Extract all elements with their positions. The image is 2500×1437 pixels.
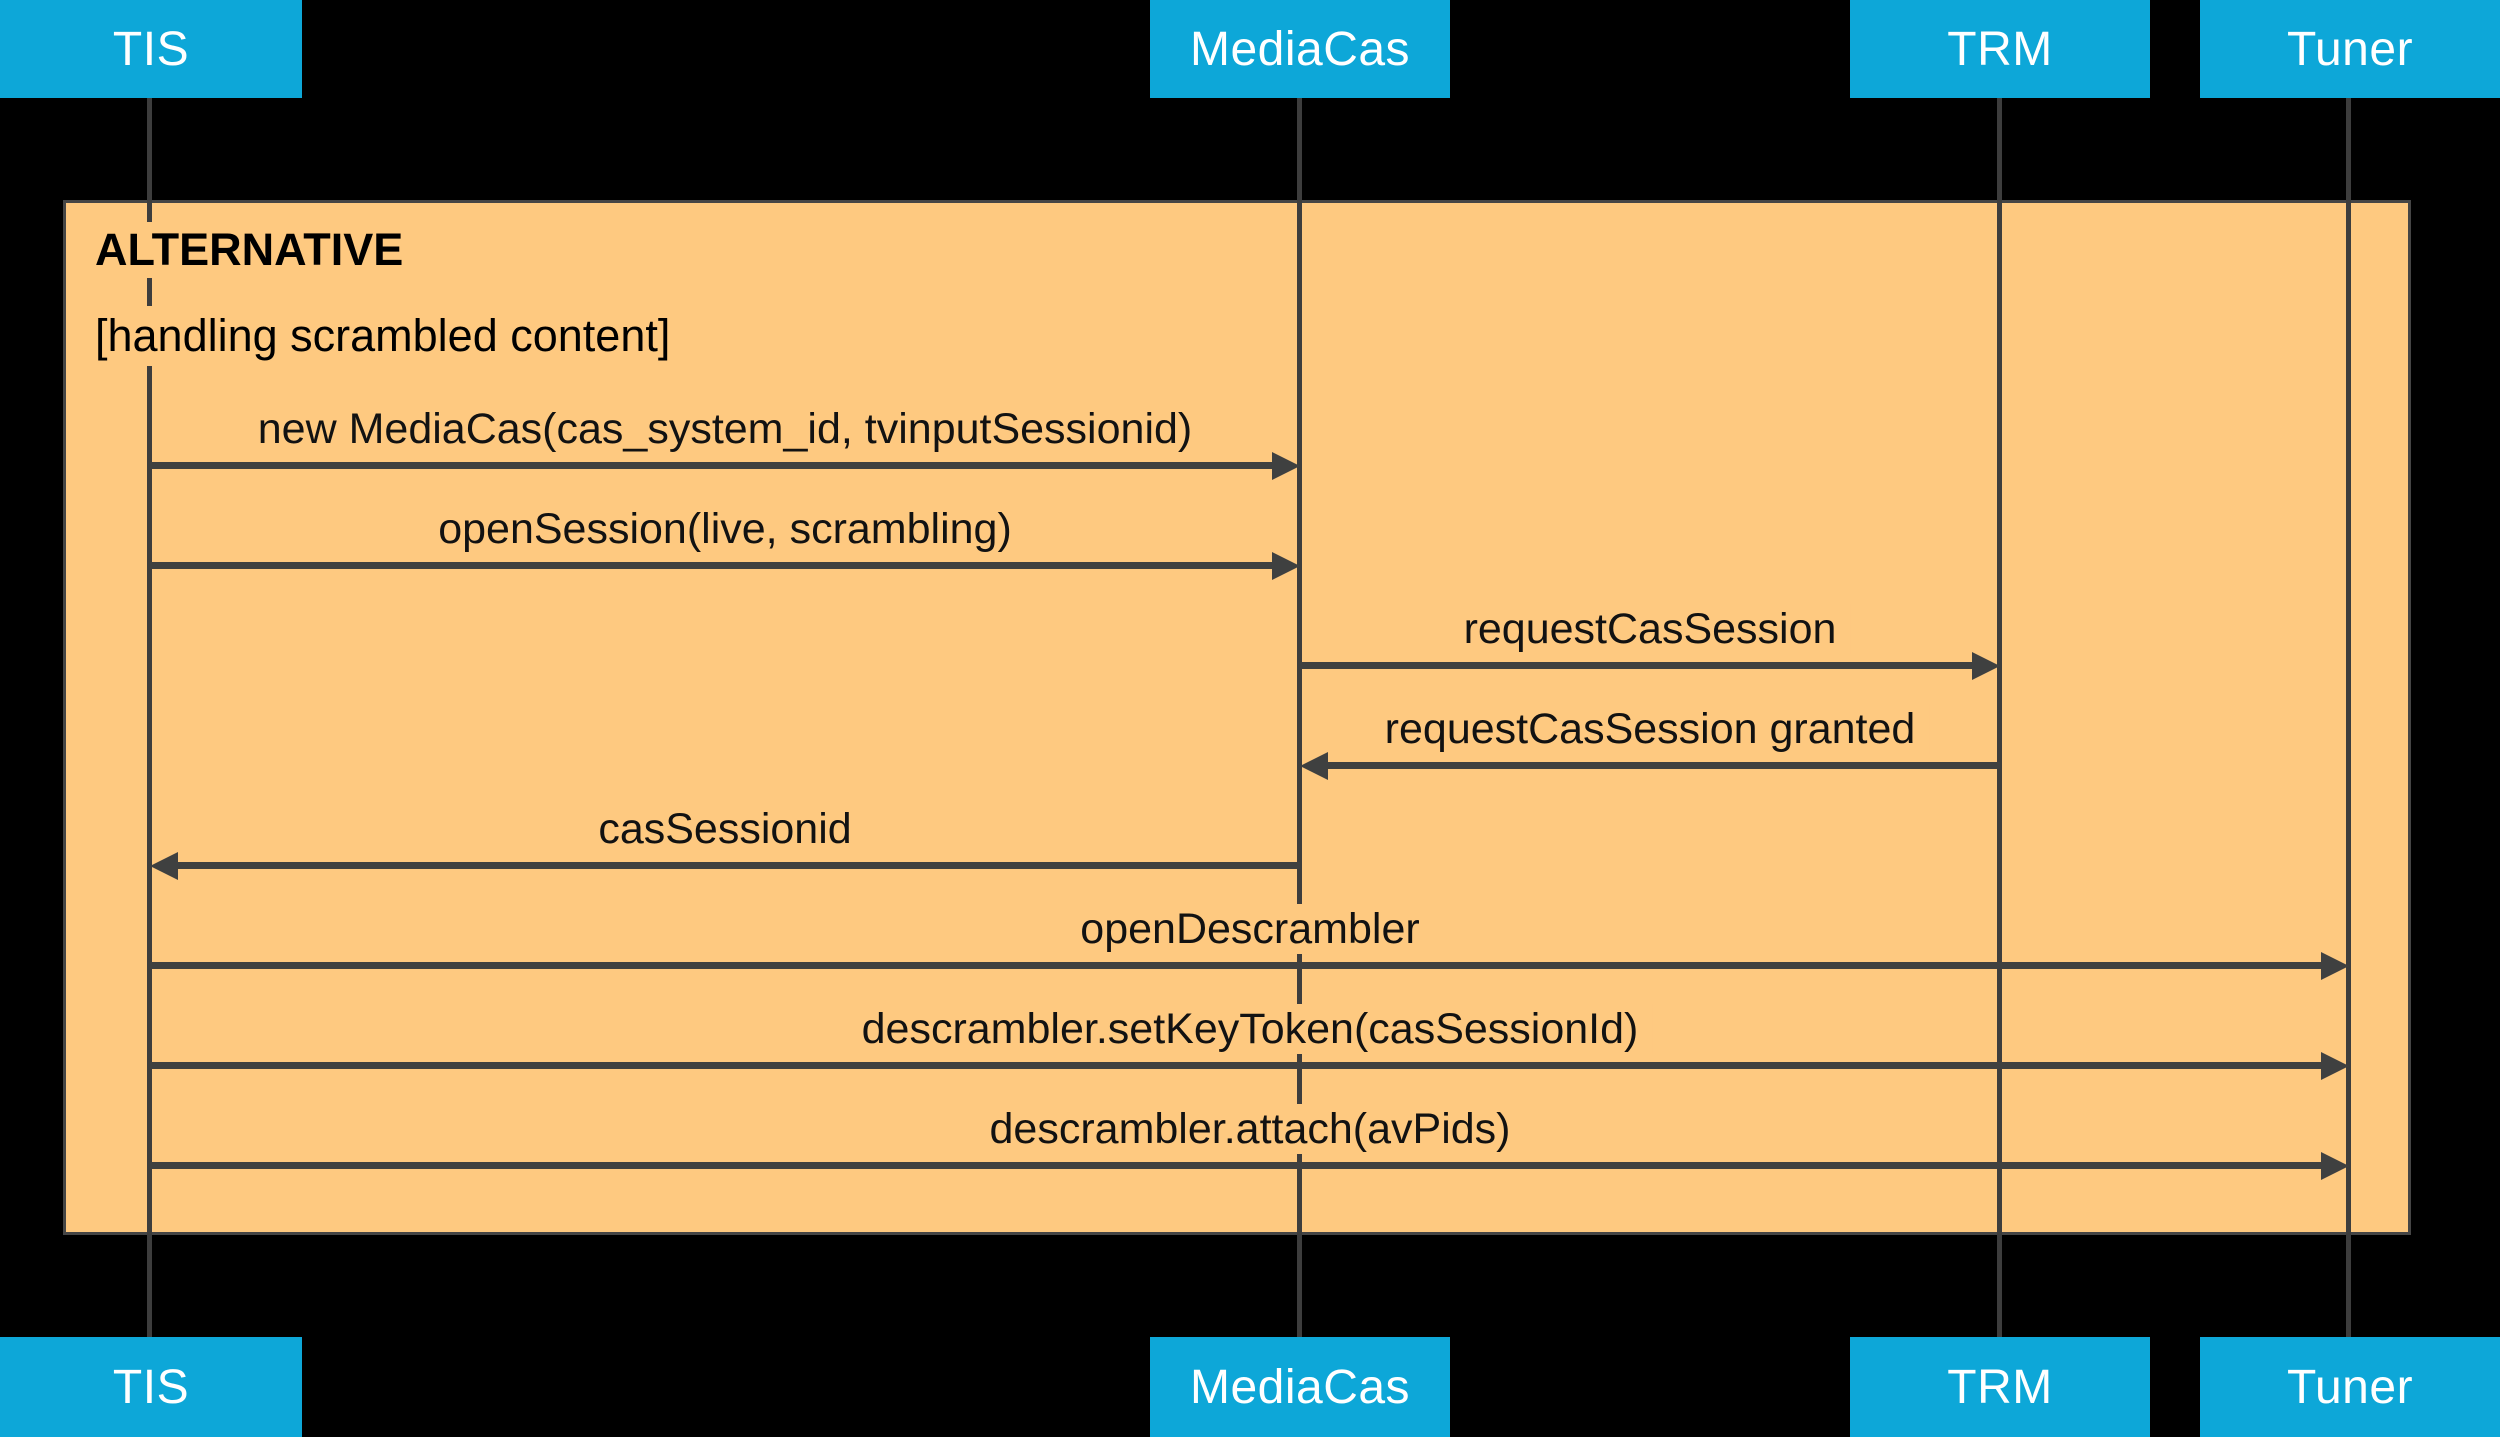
message-label: new MediaCas(cas_system_id, tvinputSessi… (243, 404, 1207, 454)
message-label: casSessionid (584, 804, 866, 854)
arrowhead-right-icon (2321, 1052, 2349, 1080)
message-arrow-line (150, 962, 2321, 969)
message-arrow-line (176, 862, 1300, 869)
message-arrow-line (150, 562, 1272, 569)
lifeline-mediacas (1297, 98, 1302, 1337)
message-arrow-line (150, 1062, 2321, 1069)
frame-title: ALTERNATIVE (95, 222, 418, 278)
message-label: openDescrambler (1066, 904, 1434, 954)
actor-top-mediacas: MediaCas (1150, 0, 1450, 98)
message-arrow-line (1300, 662, 1972, 669)
message-label: requestCasSession (1449, 604, 1851, 654)
arrowhead-right-icon (1272, 452, 1300, 480)
lifeline-tuner (2346, 98, 2351, 1337)
message-label: openSession(live, scrambling) (424, 504, 1026, 554)
actor-top-tis: TIS (0, 0, 302, 98)
actor-bottom-tis: TIS (0, 1337, 302, 1437)
actor-bottom-mediacas: MediaCas (1150, 1337, 1450, 1437)
message-label: descrambler.setKeyToken(casSessionId) (847, 1004, 1653, 1054)
lifeline-tis (147, 98, 152, 1337)
arrowhead-left-icon (150, 852, 178, 880)
actor-bottom-tuner: Tuner (2200, 1337, 2500, 1437)
arrowhead-right-icon (2321, 1152, 2349, 1180)
actor-top-trm: TRM (1850, 0, 2150, 98)
arrowhead-left-icon (1300, 752, 1328, 780)
message-arrow-line (1326, 762, 2000, 769)
arrowhead-right-icon (2321, 952, 2349, 980)
actor-bottom-trm: TRM (1850, 1337, 2150, 1437)
lifeline-trm (1997, 98, 2002, 1337)
arrowhead-right-icon (1972, 652, 2000, 680)
message-arrow-line (150, 1162, 2321, 1169)
message-label: requestCasSession granted (1370, 704, 1930, 754)
message-arrow-line (150, 462, 1272, 469)
arrowhead-right-icon (1272, 552, 1300, 580)
actor-top-tuner: Tuner (2200, 0, 2500, 98)
message-label: descrambler.attach(avPids) (975, 1104, 1525, 1154)
frame-condition: [handling scrambled content] (95, 306, 685, 367)
